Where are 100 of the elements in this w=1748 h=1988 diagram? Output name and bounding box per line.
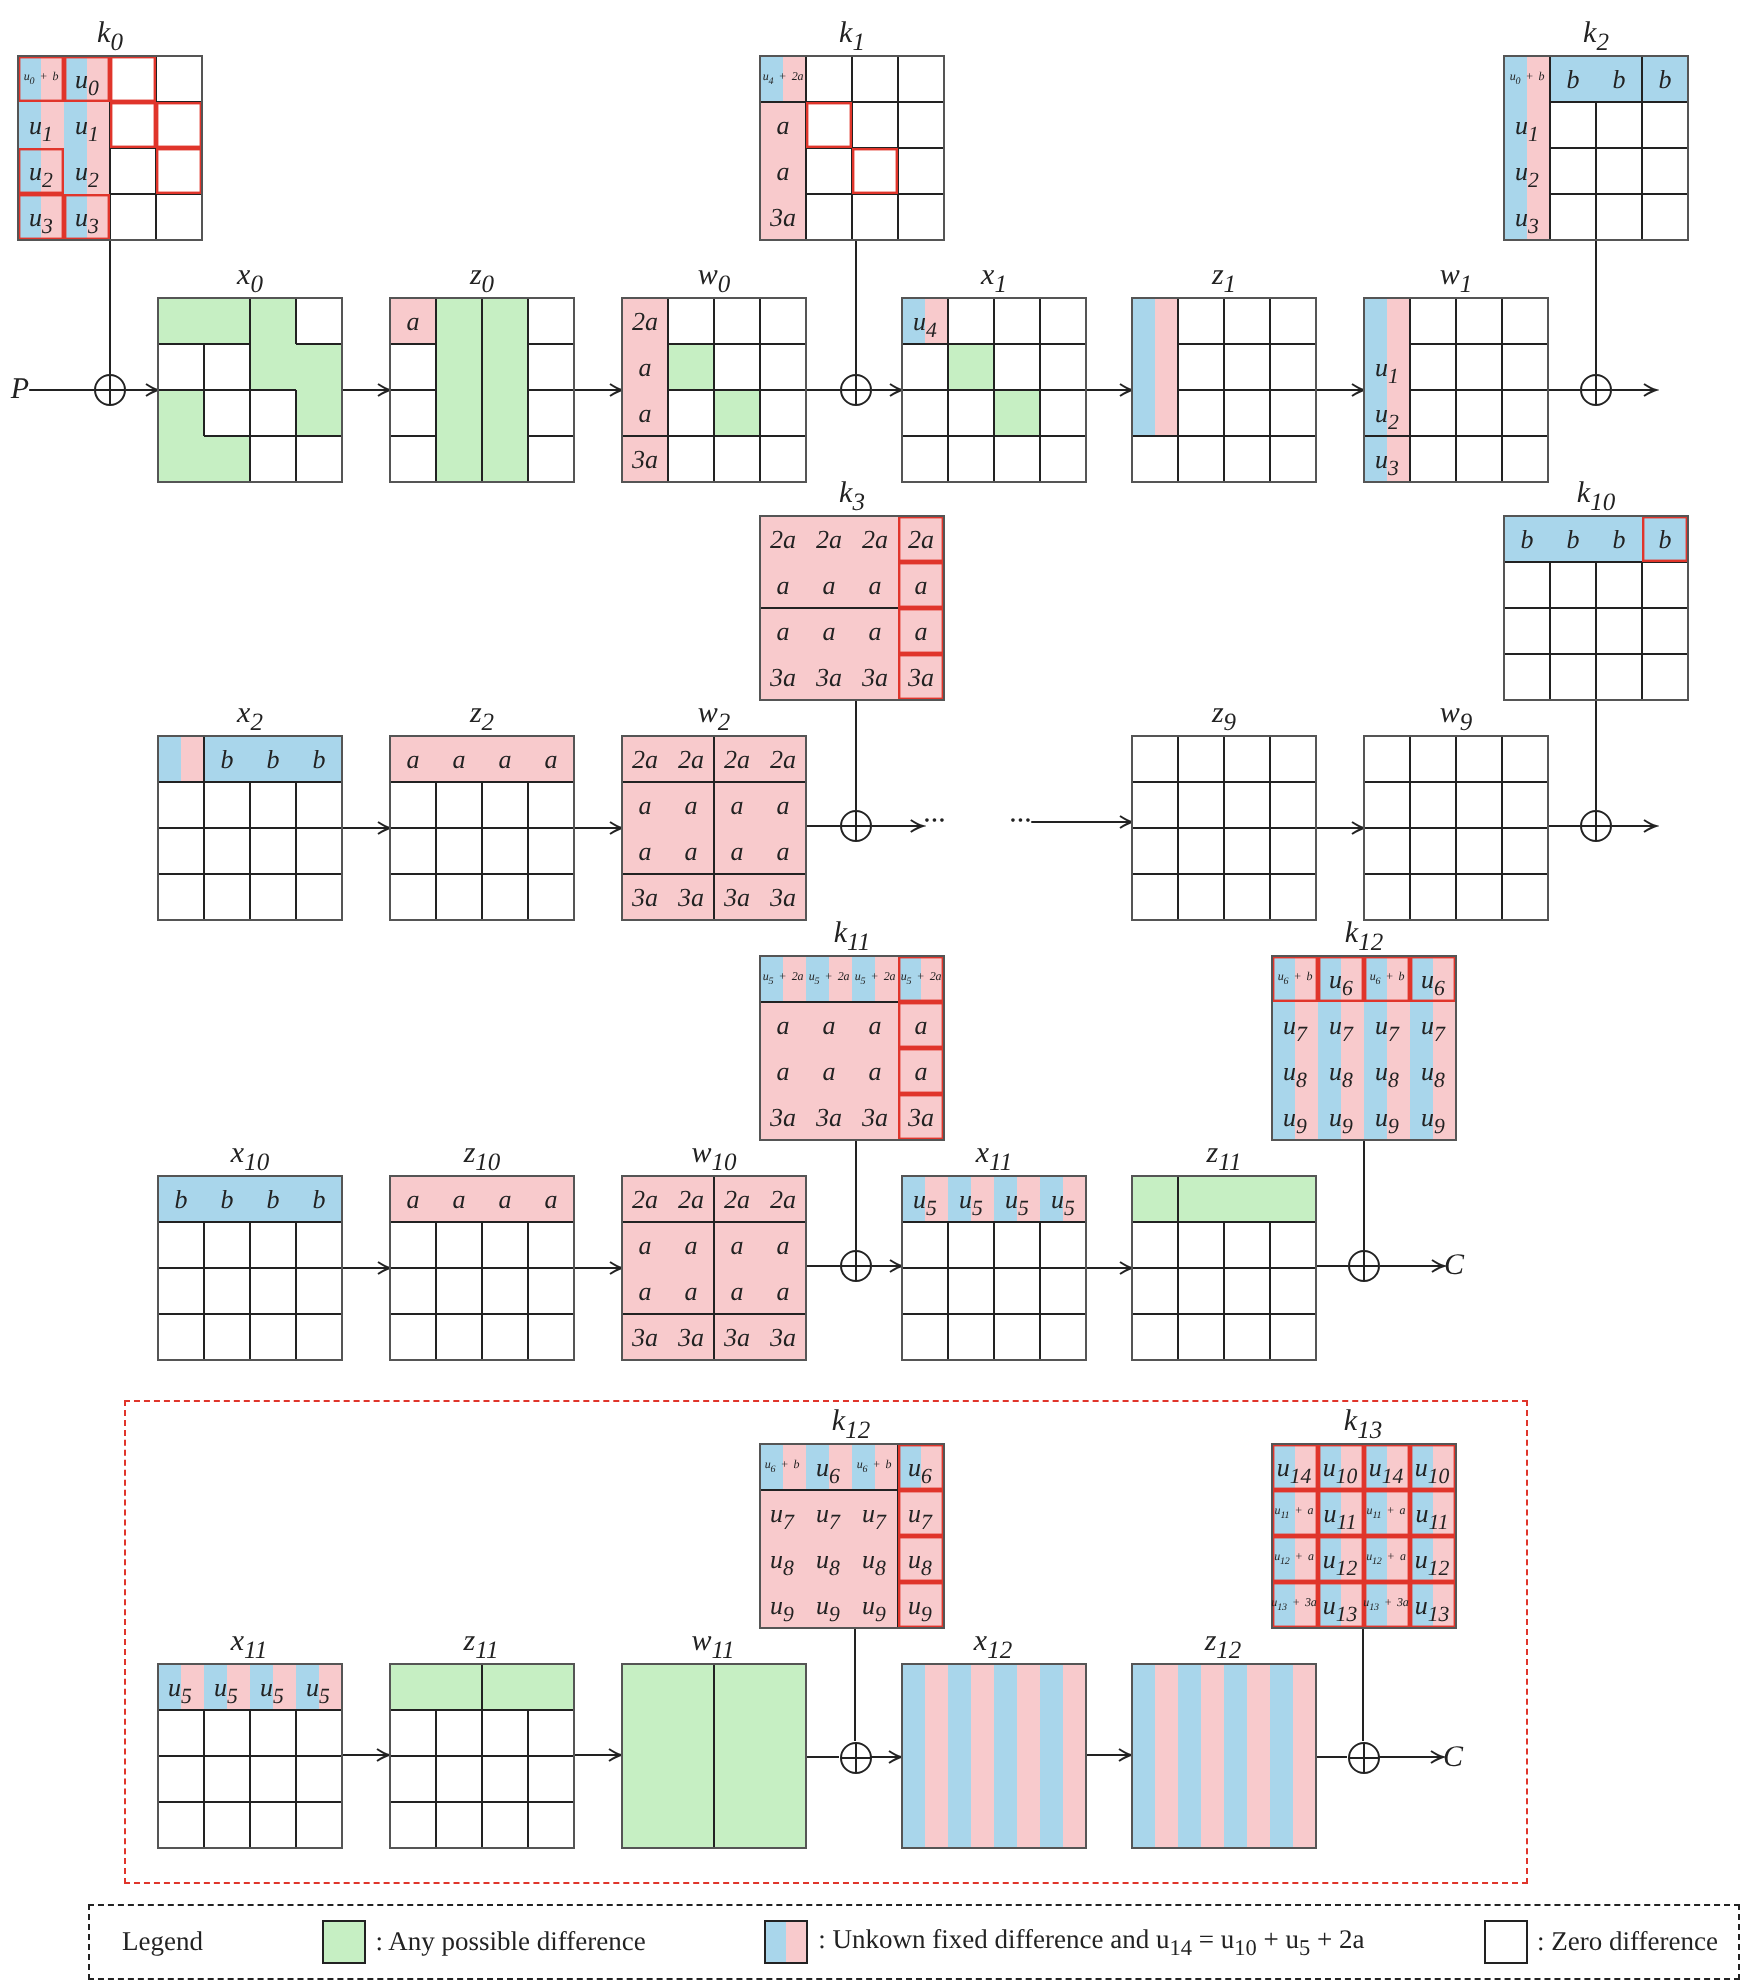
cell-value: b [172, 1182, 190, 1218]
ellipsis: ··· [922, 804, 946, 840]
cell-value: a [820, 614, 838, 650]
connector-line [28, 389, 95, 391]
cell-value: u$_{9}$ [814, 1587, 842, 1627]
connector-line [805, 1265, 841, 1267]
cell-value: a [542, 742, 560, 778]
cell-value: a [682, 1228, 700, 1264]
matrix-label: x$_{11}$ [975, 1136, 1013, 1180]
cell-value: u$_{4}$ [911, 304, 939, 344]
cell-value: u$_{5}$ [1049, 1182, 1077, 1222]
matrix-label: w$_{1}$ [1439, 258, 1473, 302]
cell-value: 3a [906, 1100, 936, 1136]
cell-value: b [264, 1182, 282, 1218]
matrix-label: x$_{0}$ [237, 258, 263, 302]
cell-value: a [728, 1274, 746, 1310]
cell-value: u$_{3}$ [1513, 200, 1541, 240]
matrix-label: z$_{1}$ [1211, 258, 1237, 302]
cell-value: a [682, 834, 700, 870]
connector-line [804, 1756, 840, 1758]
cell-value: u$_{14}$ [1274, 1449, 1314, 1489]
cell-value: 2a [676, 1182, 706, 1218]
cell-value: a [820, 1008, 838, 1044]
cell-value: a [866, 1054, 884, 1090]
cell-value: a [496, 742, 514, 778]
cell-value: a [774, 788, 792, 824]
cell-value: u$_{8}$ [1281, 1054, 1309, 1094]
cell-value: 3a [768, 880, 798, 916]
cell-value: u$_{2}$ [73, 154, 101, 194]
matrix-label: k$_{2}$ [1583, 16, 1609, 60]
cell-value: 2a [768, 522, 798, 558]
cell-value: u$_{11}$ [1413, 1495, 1451, 1535]
output-label: C [1444, 1248, 1464, 1284]
cell-value: 3a [630, 880, 660, 916]
matrix-label: z$_{11}$ [463, 1623, 499, 1667]
cell-value: a [404, 1182, 422, 1218]
cell-value: u$_{8}$ [768, 1541, 796, 1581]
cell-value: b [1564, 522, 1582, 558]
cell-value: u$_{7}$ [768, 1495, 797, 1535]
cell-value: b [1656, 522, 1674, 558]
cell-value: 3a [906, 660, 936, 696]
cell-value: u$_{1}$ [73, 108, 101, 148]
connector-line [1595, 699, 1597, 811]
cell-value: u$_{9}$ [768, 1587, 796, 1627]
legend-title: Legend [122, 1926, 203, 1958]
cell-value: a [774, 1054, 792, 1090]
matrix-label: z$_{10}$ [463, 1136, 501, 1180]
matrix-label: w$_{9}$ [1439, 696, 1473, 740]
cell-value: u$_{3}$ [73, 200, 101, 240]
cell-value: u$_{5}$ [212, 1669, 240, 1709]
cell-value: 2a [906, 522, 936, 558]
cell-value: a [912, 568, 930, 604]
cell-value: u$_{10}$ [1412, 1449, 1452, 1489]
cell-value: a [636, 396, 654, 432]
cell-value: b [1564, 62, 1582, 98]
matrix-label: k$_{13}$ [1343, 1403, 1383, 1447]
connector-line [109, 239, 111, 375]
cell-value: b [310, 742, 328, 778]
cell-value: u$_{7}$ [814, 1495, 843, 1535]
input-label: P [10, 372, 30, 408]
connector-line [1547, 825, 1581, 827]
cell-value: a [682, 1274, 700, 1310]
cell-value: 3a [860, 1100, 890, 1136]
connector-line [1363, 1139, 1365, 1251]
cell-value: 2a [768, 1182, 798, 1218]
cell-value: 2a [860, 522, 890, 558]
cell-value: b [218, 742, 236, 778]
cell-value: u$_{2}$ [1513, 154, 1541, 194]
cell-value: a [912, 1054, 930, 1090]
connector-line [1315, 1265, 1349, 1267]
cell-value: a [728, 788, 746, 824]
matrix-label: z$_{11}$ [1206, 1136, 1242, 1180]
cell-value: 3a [860, 660, 890, 696]
matrix-label: x$_{2}$ [237, 696, 263, 740]
matrix-label: x$_{12}$ [973, 1623, 1013, 1667]
highlight-frame [124, 1400, 1528, 1884]
cell-value: 3a [814, 1100, 844, 1136]
ellipsis: ··· [1008, 804, 1032, 840]
cell-value: a [774, 1228, 792, 1264]
matrix-label: x$_{1}$ [981, 258, 1007, 302]
cell-value: u$_{5}$ [258, 1669, 286, 1709]
cell-value: u$_{5}$ [911, 1182, 939, 1222]
cell-value: u$_{5}$ [304, 1669, 332, 1709]
cell-value: a [866, 614, 884, 650]
cell-value: u$_{10}$ [1320, 1449, 1360, 1489]
cell-value: 2a [722, 742, 752, 778]
matrix-label: k$_{3}$ [839, 476, 865, 520]
matrix-label: z$_{12}$ [1204, 1623, 1242, 1667]
cell-value: u$_{5}$ [1003, 1182, 1031, 1222]
cell-value: 3a [630, 442, 660, 478]
connector-line [1314, 1756, 1348, 1758]
cell-value: 3a [722, 880, 752, 916]
cell-value: a [636, 834, 654, 870]
cell-value: u$_{9}$ [1419, 1100, 1447, 1140]
cell-value: u$_{9}$ [1281, 1100, 1309, 1140]
connector-line [1595, 239, 1597, 375]
cell-value: a [774, 614, 792, 650]
cell-value: 3a [676, 1320, 706, 1356]
cell-value: 3a [768, 1100, 798, 1136]
matrix-label: k$_{0}$ [97, 16, 123, 60]
